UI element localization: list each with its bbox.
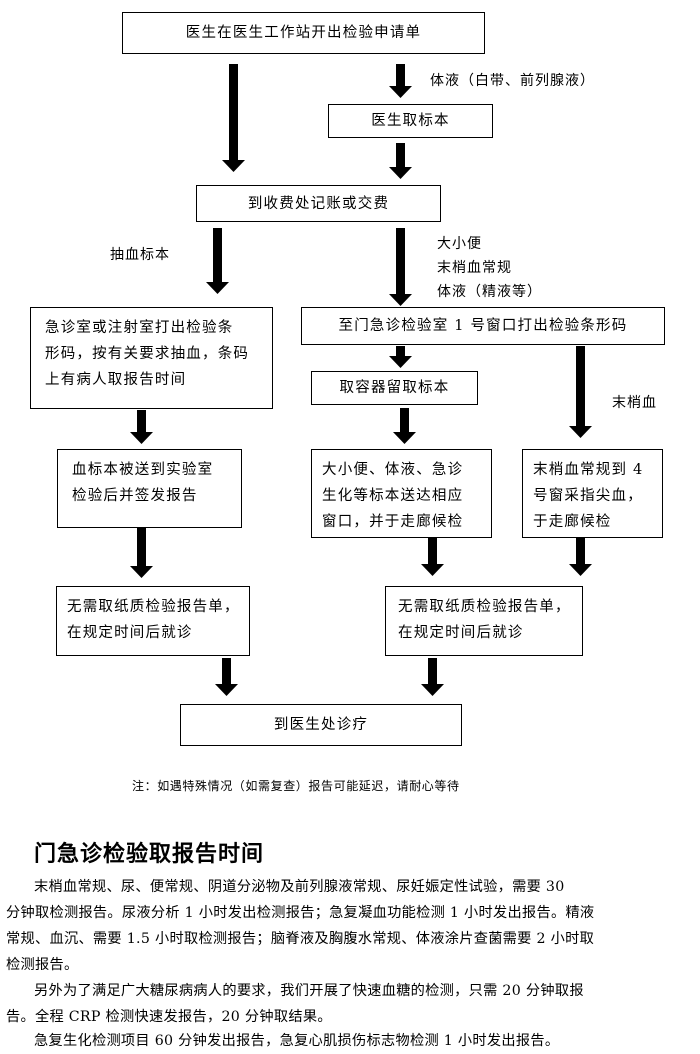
paragraph-line: 分钟取检测报告。尿液分析 1 小时发出检测报告；急复凝血功能检测 1 小时发出报… xyxy=(6,905,595,921)
paragraph-line: 检测报告。 xyxy=(6,957,79,973)
no-paper-left-box: 无需取纸质检验报告单， 在规定时间后就诊 xyxy=(56,586,250,656)
paragraph-line: 常规、血沉、需要 1.5 小时取检测报告；脑脊液及胸腹水常规、体液涂片查菌需要 … xyxy=(6,931,595,947)
blood-lab-box: 血标本被送到实验室 检验后并签发报告 xyxy=(57,449,242,528)
emergency-draw-line: 上有病人取报告时间 xyxy=(45,372,187,388)
footnote: 注：如遇特殊情况（如需复查）报告可能延迟，请耐心等待 xyxy=(132,779,460,793)
arrow-urinelab-to-nopaper xyxy=(421,538,444,576)
no-paper-right-line: 在规定时间后就诊 xyxy=(398,625,524,641)
body-fluid-label: 体液（白带、前列腺液） xyxy=(430,73,595,89)
start-text: 医生在医生工作站开出检验申请单 xyxy=(185,25,422,41)
capillary-window-line: 于走廊候检 xyxy=(533,514,612,530)
urine-lab-line: 生化等标本送达相应 xyxy=(322,488,464,504)
right-label-capillary: 末梢血常规 xyxy=(437,260,512,276)
emergency-draw-line: 形码，按有关要求抽血，条码 xyxy=(45,346,250,362)
arrow-leftnopaper-to-end xyxy=(215,658,238,696)
paragraph-routine: 末梢血常规、尿、便常规、阴道分泌物及前列腺液常规、尿妊娠定性试验，需要 30 分… xyxy=(6,874,692,978)
paragraph-line: 告。全程 CRP 检测快速发报告，20 分钟取结果。 xyxy=(6,1009,332,1025)
billing-box: 到收费处记账或交费 xyxy=(196,185,441,222)
arrow-start-to-sample xyxy=(389,64,412,98)
right-label-stool: 大小便 xyxy=(437,236,482,252)
no-paper-left-line: 无需取纸质检验报告单， xyxy=(67,599,240,615)
paragraph-glucose: 另外为了满足广大糖尿病病人的要求，我们开展了快速血糖的检测，只需 20 分钟取报… xyxy=(6,978,692,1030)
doctor-sample-text: 医生取标本 xyxy=(371,113,450,129)
window1-box: 至门急诊检验室 1 号窗口打出检验条形码 xyxy=(301,307,665,345)
arrow-window1-to-capillary xyxy=(569,346,592,438)
capillary-window-line: 号窗采指尖血， xyxy=(533,488,643,504)
doctor-sample-box: 医生取标本 xyxy=(328,104,493,138)
start-box: 医生在医生工作站开出检验申请单 xyxy=(122,12,485,54)
arrow-start-to-billing xyxy=(222,64,245,172)
paragraph-line: 另外为了满足广大糖尿病病人的要求，我们开展了快速血糖的检测，只需 20 分钟取报 xyxy=(34,983,584,999)
section-title: 门急诊检验取报告时间 xyxy=(34,842,265,867)
no-paper-right-line: 无需取纸质检验报告单， xyxy=(398,599,571,615)
right-label-semen: 体液（精液等） xyxy=(437,284,542,300)
arrow-sample-to-billing xyxy=(389,143,412,179)
window1-text: 至门急诊检验室 1 号窗口打出检验条形码 xyxy=(338,318,628,334)
urine-lab-line: 大小便、体液、急诊 xyxy=(322,462,464,478)
end-box: 到医生处诊疗 xyxy=(180,704,462,746)
arrow-capillary-to-nopaper xyxy=(569,538,592,576)
arrow-draw-to-bloodlab xyxy=(130,410,153,444)
blood-lab-line: 血标本被送到实验室 xyxy=(72,462,214,478)
flow-arrows xyxy=(130,64,592,696)
capillary-window-box: 末梢血常规到 4 号窗采指尖血， 于走廊候检 xyxy=(522,449,663,538)
arrow-bloodlab-to-nopaper xyxy=(130,528,153,578)
emergency-draw-box: 急诊室或注射室打出检验条 形码，按有关要求抽血，条码 上有病人取报告时间 xyxy=(30,307,273,409)
emergency-draw-line: 急诊室或注射室打出检验条 xyxy=(45,320,234,336)
blood-lab-line: 检验后并签发报告 xyxy=(72,488,198,504)
urine-lab-line: 窗口，并于走廊候检 xyxy=(322,514,464,530)
right-sample-labels: 大小便 末梢血常规 体液（精液等） xyxy=(437,232,542,304)
urine-lab-box: 大小便、体液、急诊 生化等标本送达相应 窗口，并于走廊候检 xyxy=(311,449,492,538)
no-paper-right-box: 无需取纸质检验报告单， 在规定时间后就诊 xyxy=(385,586,583,656)
arrow-window1-to-container xyxy=(389,346,412,368)
arrow-billing-to-window1 xyxy=(389,228,412,306)
billing-text: 到收费处记账或交费 xyxy=(247,195,390,212)
blood-sample-label: 抽血标本 xyxy=(110,247,170,263)
end-text: 到医生处诊疗 xyxy=(273,717,369,733)
arrow-container-to-urinelab xyxy=(393,408,416,444)
capillary-window-line: 末梢血常规到 4 xyxy=(533,462,644,478)
container-box: 取容器留取标本 xyxy=(311,371,478,405)
arrow-rightnopaper-to-end xyxy=(421,658,444,696)
arrow-billing-to-draw xyxy=(206,228,229,294)
paragraph-line: 末梢血常规、尿、便常规、阴道分泌物及前列腺液常规、尿妊娠定性试验，需要 30 xyxy=(34,879,565,895)
capillary-label: 末梢血 xyxy=(612,395,657,411)
no-paper-left-line: 在规定时间后就诊 xyxy=(67,625,193,641)
container-text: 取容器留取标本 xyxy=(339,380,450,396)
paragraph-line: 急复生化检测项目 60 分钟发出报告，急复心肌损伤标志物检测 1 小时发出报告。 xyxy=(34,1033,560,1049)
paragraph-biochem: 急复生化检测项目 60 分钟发出报告，急复心肌损伤标志物检测 1 小时发出报告。 xyxy=(6,1028,692,1054)
